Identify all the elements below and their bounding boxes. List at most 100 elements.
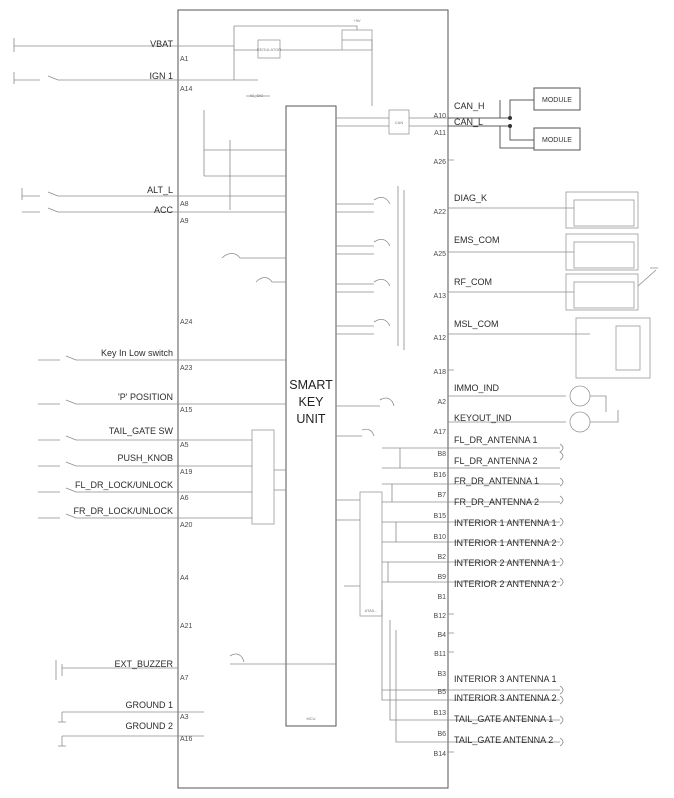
input-buffer-block	[251, 429, 275, 525]
right-pin-0: A10	[434, 113, 447, 120]
right-label-23: TAIL_GATE ANTENNA 1	[454, 714, 553, 724]
can-bus-wires	[448, 99, 534, 149]
right-pin-24: B6	[437, 731, 446, 738]
can-l-junction	[508, 124, 512, 128]
right-pin-22: B5	[437, 689, 446, 696]
right-pin-12: B7	[437, 492, 446, 499]
left-labels: VBAT A1 IGN 1 A14 ALT_L A8 ACC A9 A24 Ke…	[73, 39, 192, 743]
rf-device-inner	[573, 281, 635, 309]
right-label-16: INTERIOR 2 ANTENNA 1	[454, 558, 557, 568]
indicator-wires	[448, 395, 566, 423]
left-label-13: EXT_BUZZER	[114, 659, 173, 669]
right-pin-13: B15	[434, 513, 447, 520]
push-knob-wire	[38, 461, 178, 467]
unit-title-line1: SMART	[289, 378, 333, 392]
module-1-label: MODULE	[542, 97, 572, 104]
indicator-drivers	[336, 397, 395, 437]
regulator-box	[257, 39, 281, 59]
right-label-12: FR_DR_ANTENNA 1	[454, 476, 539, 486]
left-pin-4: A24	[180, 319, 193, 326]
ems-device-box	[565, 233, 639, 271]
diag-device-inner	[573, 199, 635, 227]
right-pin-5: A13	[434, 293, 447, 300]
right-pin-2: A26	[434, 159, 447, 166]
antenna-wires-lower	[381, 600, 560, 743]
right-label-9: KEYOUT_IND	[454, 413, 512, 423]
left-label-15: GROUND 2	[125, 721, 173, 731]
left-label-8: PUSH_KNOB	[117, 453, 173, 463]
left-pin-13: A7	[180, 675, 189, 682]
left-pin-9: A6	[180, 495, 189, 502]
can-internal-wires	[336, 117, 448, 127]
right-pin-6: A12	[434, 335, 447, 342]
left-label-2: ALT_L	[147, 185, 173, 195]
right-pin-14: B10	[434, 534, 447, 541]
right-label-21: INTERIOR 3 ANTENNA 1	[454, 674, 557, 684]
right-pin-16: B9	[437, 574, 446, 581]
left-label-0: VBAT	[150, 39, 173, 49]
left-pin-6: A15	[180, 407, 193, 414]
ign-internal-wire	[234, 79, 270, 97]
antenna-coil-symbols	[559, 443, 564, 747]
can-transceiver-box	[388, 109, 410, 135]
tailgate-sw-wire	[38, 435, 178, 441]
immo-indicator-lamp	[569, 385, 591, 407]
antenna-driver-label: ATA5...	[365, 608, 378, 613]
right-pin-23: B13	[434, 710, 447, 717]
mcu-to-ic-wires	[336, 499, 360, 587]
right-label-1: CAN_L	[454, 117, 483, 127]
unit-title-line2: KEY	[298, 395, 324, 409]
right-label-14: INTERIOR 1 ANTENNA 1	[454, 518, 557, 528]
left-pin-8: A19	[180, 469, 193, 476]
right-labels: A10 CAN_H A11 CAN_L A26 DIAG_K A22 EMS_C…	[434, 101, 557, 758]
internal-wires-upper	[203, 110, 286, 210]
ground1-wire	[58, 711, 178, 723]
right-driver-transistors	[373, 196, 391, 327]
right-pin-7: A18	[434, 369, 447, 376]
msl-device-box	[575, 317, 651, 379]
fl-lock-wire	[38, 487, 178, 493]
com-line-wires	[448, 207, 590, 335]
right-pin-25: B14	[434, 751, 447, 758]
can-h-junction	[508, 116, 512, 120]
left-pin-11: A4	[180, 575, 189, 582]
left-pin-2: A8	[180, 201, 189, 208]
right-label-11: FL_DR_ANTENNA 2	[454, 456, 538, 466]
antenna-wires-upper	[382, 447, 560, 583]
left-pin-10: A20	[180, 522, 193, 529]
right-label-24: TAIL_GATE ANTENNA 2	[454, 735, 553, 745]
vbat-wire	[13, 38, 178, 52]
supply-voltage-label: +5V	[353, 18, 361, 23]
mcu-block	[285, 105, 337, 727]
buffer-to-mcu-wires	[274, 469, 286, 491]
module-box-1	[533, 87, 581, 111]
ground2-wire	[58, 735, 178, 747]
right-label-0: CAN_H	[454, 101, 485, 111]
smart-key-unit-frame	[177, 9, 449, 789]
rf-antenna-symbol	[637, 267, 658, 287]
right-pin-8: A2	[437, 399, 446, 406]
left-pin-14: A3	[180, 714, 189, 721]
right-label-15: INTERIOR 1 ANTENNA 2	[454, 538, 557, 548]
ems-device-inner	[573, 241, 635, 269]
left-pin-7: A5	[180, 442, 189, 449]
right-label-10: FL_DR_ANTENNA 1	[454, 435, 538, 445]
right-side-connections: MODULE MODULE	[381, 87, 658, 747]
indicator-return-wires	[590, 395, 619, 423]
right-pin-18: B12	[434, 613, 447, 620]
ext-buzzer-wire	[55, 660, 178, 680]
right-driver-wires	[336, 203, 374, 335]
module-2-label: MODULE	[542, 137, 572, 144]
right-driver-rails	[397, 186, 405, 350]
left-pin-0: A1	[180, 56, 189, 63]
ign-tap-label: IG_SIG	[250, 93, 263, 98]
left-label-6: 'P' POSITION	[118, 392, 173, 402]
p-position-wire	[38, 399, 178, 405]
unit-title-line3: UNIT	[296, 412, 326, 426]
right-pin-4: A25	[434, 251, 447, 258]
supply-wires	[233, 25, 373, 106]
left-pin-12: A21	[180, 623, 193, 630]
rf-device-box	[565, 273, 639, 311]
left-pin-15: A16	[180, 736, 193, 743]
